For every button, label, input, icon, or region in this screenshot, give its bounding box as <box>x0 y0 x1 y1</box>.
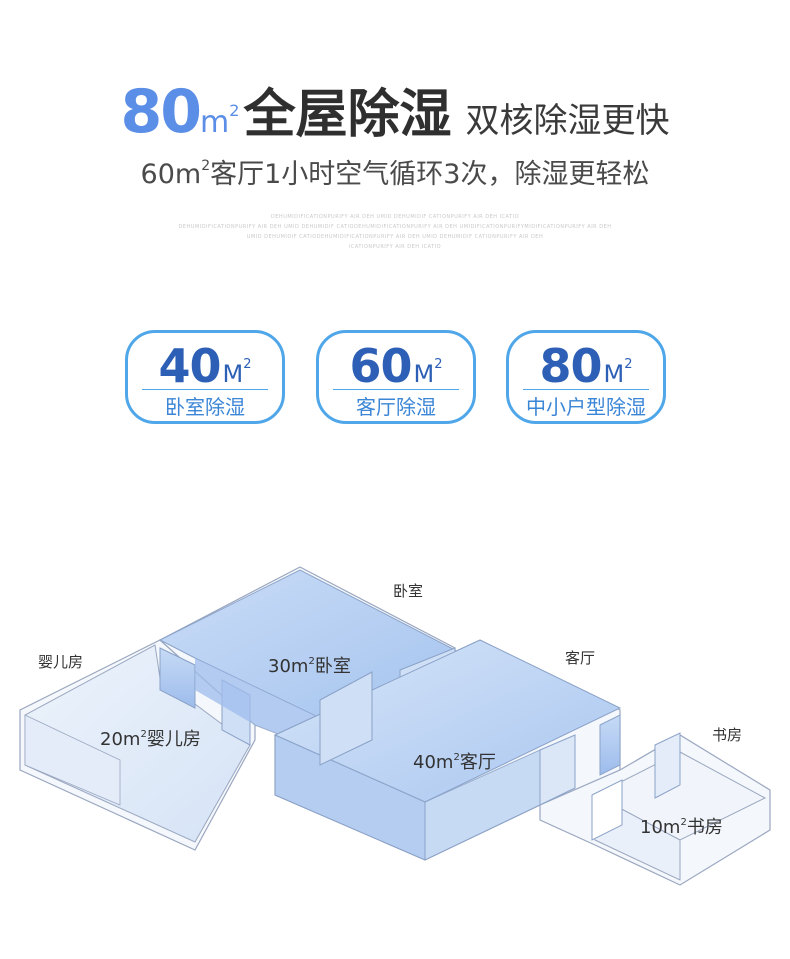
area-nursery: 20m2婴儿房 <box>100 729 201 750</box>
micro-line: ICATIONPURIFY AIR DEH ICATIO <box>348 244 442 250</box>
micro-text-block: DEHUMIDIFICATIONPURIFY AIR DEH UMID DEHU… <box>120 212 670 252</box>
room-study <box>591 732 767 881</box>
badge-label: 中小户型除湿 <box>526 395 646 419</box>
micro-line: UMID DEHUMIDIF CATIODEHUMIDIFICATIONPURI… <box>246 234 544 240</box>
label-living: 客厅 <box>565 649 595 667</box>
floor-plan: 卧室 婴儿房 客厅 书房 30m2卧室 20m2婴儿房 40m2客厅 10m2书… <box>19 566 771 886</box>
label-nursery: 婴儿房 <box>38 653 83 671</box>
badge-number: 60 <box>349 339 412 393</box>
label-bedroom: 卧室 <box>393 582 423 600</box>
headline-sub: 双核除湿更快 <box>465 101 670 141</box>
badge-40: 40M2 卧室除湿 <box>125 330 285 424</box>
headline-number: 80 <box>120 77 202 147</box>
badge-number: 40 <box>158 339 221 393</box>
badge-60: 60M2 客厅除湿 <box>316 330 476 424</box>
micro-line: DEHUMIDIFICATIONPURIFY AIR DEH UMID DEHU… <box>270 214 520 220</box>
badge-divider <box>142 389 268 390</box>
micro-line: DEHUMIDIFICATIONPURIFY AIR DEH UMID DEHU… <box>178 224 612 230</box>
badge-80: 80M2 中小户型除湿 <box>506 330 666 424</box>
label-study: 书房 <box>712 726 742 744</box>
area-study: 10m2书房 <box>640 817 723 838</box>
badge-divider <box>523 389 649 390</box>
headline-unit: m2 <box>200 101 240 140</box>
badge-divider <box>333 389 459 390</box>
subline: 60m2客厅1小时空气循环3次，除湿更轻松 <box>140 158 650 190</box>
headline-main: 全屋除湿 <box>243 85 452 145</box>
area-living: 40m2客厅 <box>413 752 496 773</box>
badge-label: 客厅除湿 <box>356 395 436 419</box>
room-nursery <box>24 644 251 843</box>
room-living <box>273 639 622 861</box>
badge-label: 卧室除湿 <box>165 395 245 419</box>
badge-number: 80 <box>539 339 602 393</box>
area-bedroom: 30m2卧室 <box>268 656 351 677</box>
headline: 80m2全屋除湿双核除湿更快 <box>0 72 790 152</box>
